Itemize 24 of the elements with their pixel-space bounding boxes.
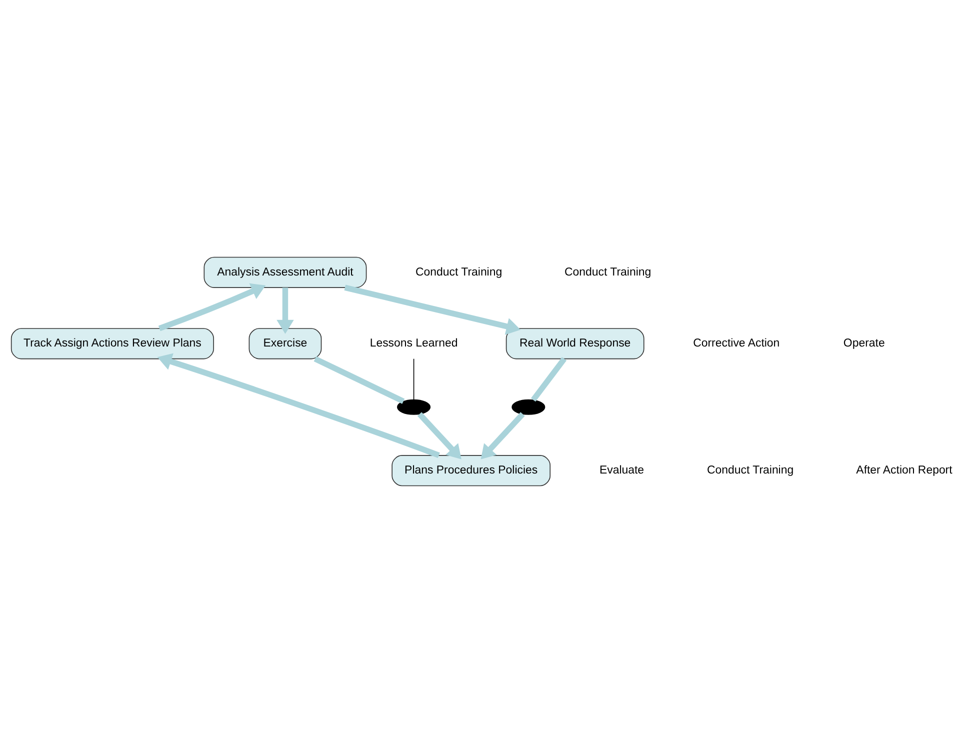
node-ellipse (397, 398, 431, 414)
connector (413, 358, 414, 400)
arrow (276, 287, 294, 334)
label: Corrective Action (693, 337, 780, 350)
label: Conduct Training (707, 464, 794, 476)
node-text: Lessons Learned (370, 337, 458, 350)
arrow (417, 412, 462, 459)
arrow (158, 282, 266, 331)
arrow (157, 352, 440, 458)
node-box: Real World Response (506, 328, 644, 359)
label: After Action Report (856, 464, 952, 476)
node-box: Plans Procedures Policies (392, 454, 551, 486)
arrow (344, 284, 521, 334)
node-box: Track Assign Actions Review Plans (10, 328, 214, 359)
connector (530, 356, 567, 402)
node-box: Analysis Assessment Audit (204, 256, 367, 288)
label: Evaluate (599, 464, 644, 476)
node-box: Exercise (248, 328, 322, 359)
node-ellipse (512, 398, 546, 414)
arrow (480, 412, 525, 459)
label: Conduct Training (564, 266, 652, 278)
label: Operate (843, 337, 885, 350)
label: Conduct Training (416, 266, 502, 278)
connector (314, 356, 405, 404)
